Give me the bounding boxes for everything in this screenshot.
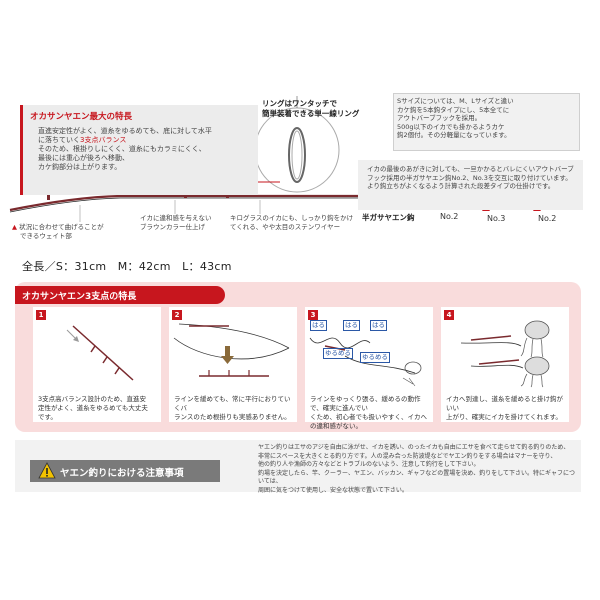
panel-2-number: 2 bbox=[172, 310, 182, 320]
weight-note: ▲ 状況に合わせて曲げることが できるウェイト部 bbox=[12, 223, 104, 240]
panel-1-text: 3支点高バランス設計のため、直進安 定性がよく、道糸をゆるめても大丈夫 です。 bbox=[38, 395, 148, 421]
feature-highlight: 3支点バランス bbox=[80, 136, 127, 144]
panel-4-illustration bbox=[460, 320, 550, 388]
brown-note: イカに違和感を与えない ブラウンカラー仕上げ bbox=[140, 214, 212, 231]
caution-title: ヤエン釣りにおける注意事項 bbox=[60, 468, 184, 479]
caution-banner bbox=[30, 460, 220, 482]
panel-1-illustration bbox=[66, 325, 134, 381]
size-info-text: Sサイズについては、M、Lサイズと違い カケ鈎を5本鈎タイプにし、5本全てに ア… bbox=[397, 97, 514, 139]
feature-box bbox=[20, 105, 258, 195]
hook-label: 半ガサヤエン鈎 bbox=[362, 213, 415, 222]
panel-4-number: 4 bbox=[444, 310, 454, 320]
size-info-box bbox=[393, 93, 580, 151]
warning-icon bbox=[38, 462, 56, 479]
tag-yurumeru-1: ゆるめる bbox=[323, 348, 353, 359]
three-point-title: オカサンヤエン3支点の特長 bbox=[22, 292, 137, 302]
squid-icon bbox=[520, 320, 550, 358]
panel-4-text: イカへ到達し、道糸を緩めると掛け鈎がいい 上がり、確実にイカを掛けてくれます。 bbox=[446, 395, 563, 421]
panel-1 bbox=[33, 307, 161, 422]
wire-note: キログラスのイカにも、しっかり鈎をかけ てくれる、やや太目のステンワイヤー bbox=[230, 214, 354, 231]
hook-no-1: No.2 bbox=[440, 212, 459, 221]
hook-no-2: No.3 bbox=[487, 214, 506, 223]
panel-2-text: ラインを緩めても、常に平行におりていくバ ランスのため根掛りも実感ありません。 bbox=[174, 395, 291, 421]
panel-3-number: 3 bbox=[308, 310, 318, 320]
feature-text: 直進安定性がよく、道糸をゆるめても、底に対して水平 に落ちていく3支点バランス … bbox=[38, 127, 212, 171]
hook-info-box bbox=[358, 160, 583, 210]
panel-2-illustration bbox=[173, 323, 290, 377]
tag-haru-1: はる bbox=[310, 320, 327, 331]
hook-no-3: No.2 bbox=[538, 214, 557, 223]
panel-3-text: ラインをゆっくり張る、緩めるの動作で、確実に進んでい くため、初心者でも扱いやす… bbox=[310, 395, 427, 430]
tag-haru-2: はる bbox=[343, 320, 360, 331]
ring-icon bbox=[288, 127, 306, 183]
ring-title: リングはワンタッチで 簡単装着できる単一線リング bbox=[262, 99, 360, 118]
tag-yurumeru-2: ゆるめる bbox=[360, 352, 390, 363]
hook-info-text: イカの最後のあがきに対しても、一旦かかるとバレにくいアウトバーブ フック採用の半… bbox=[367, 165, 574, 190]
three-point-title-bar bbox=[15, 286, 225, 304]
panel-1-number: 1 bbox=[36, 310, 46, 320]
tag-haru-3: はる bbox=[370, 320, 387, 331]
caution-text: ヤエン釣りはエサのアジを自由に泳がせ、イカを誘い、のったイカも自由にエサを食べて… bbox=[258, 444, 576, 494]
size-line: 全長／S：31cm M：42cm L：43cm bbox=[22, 260, 232, 273]
panel-3-illustration bbox=[309, 337, 422, 387]
squid-icon-2 bbox=[520, 356, 550, 388]
feature-title: オカサンヤエン最大の特長 bbox=[30, 112, 133, 122]
